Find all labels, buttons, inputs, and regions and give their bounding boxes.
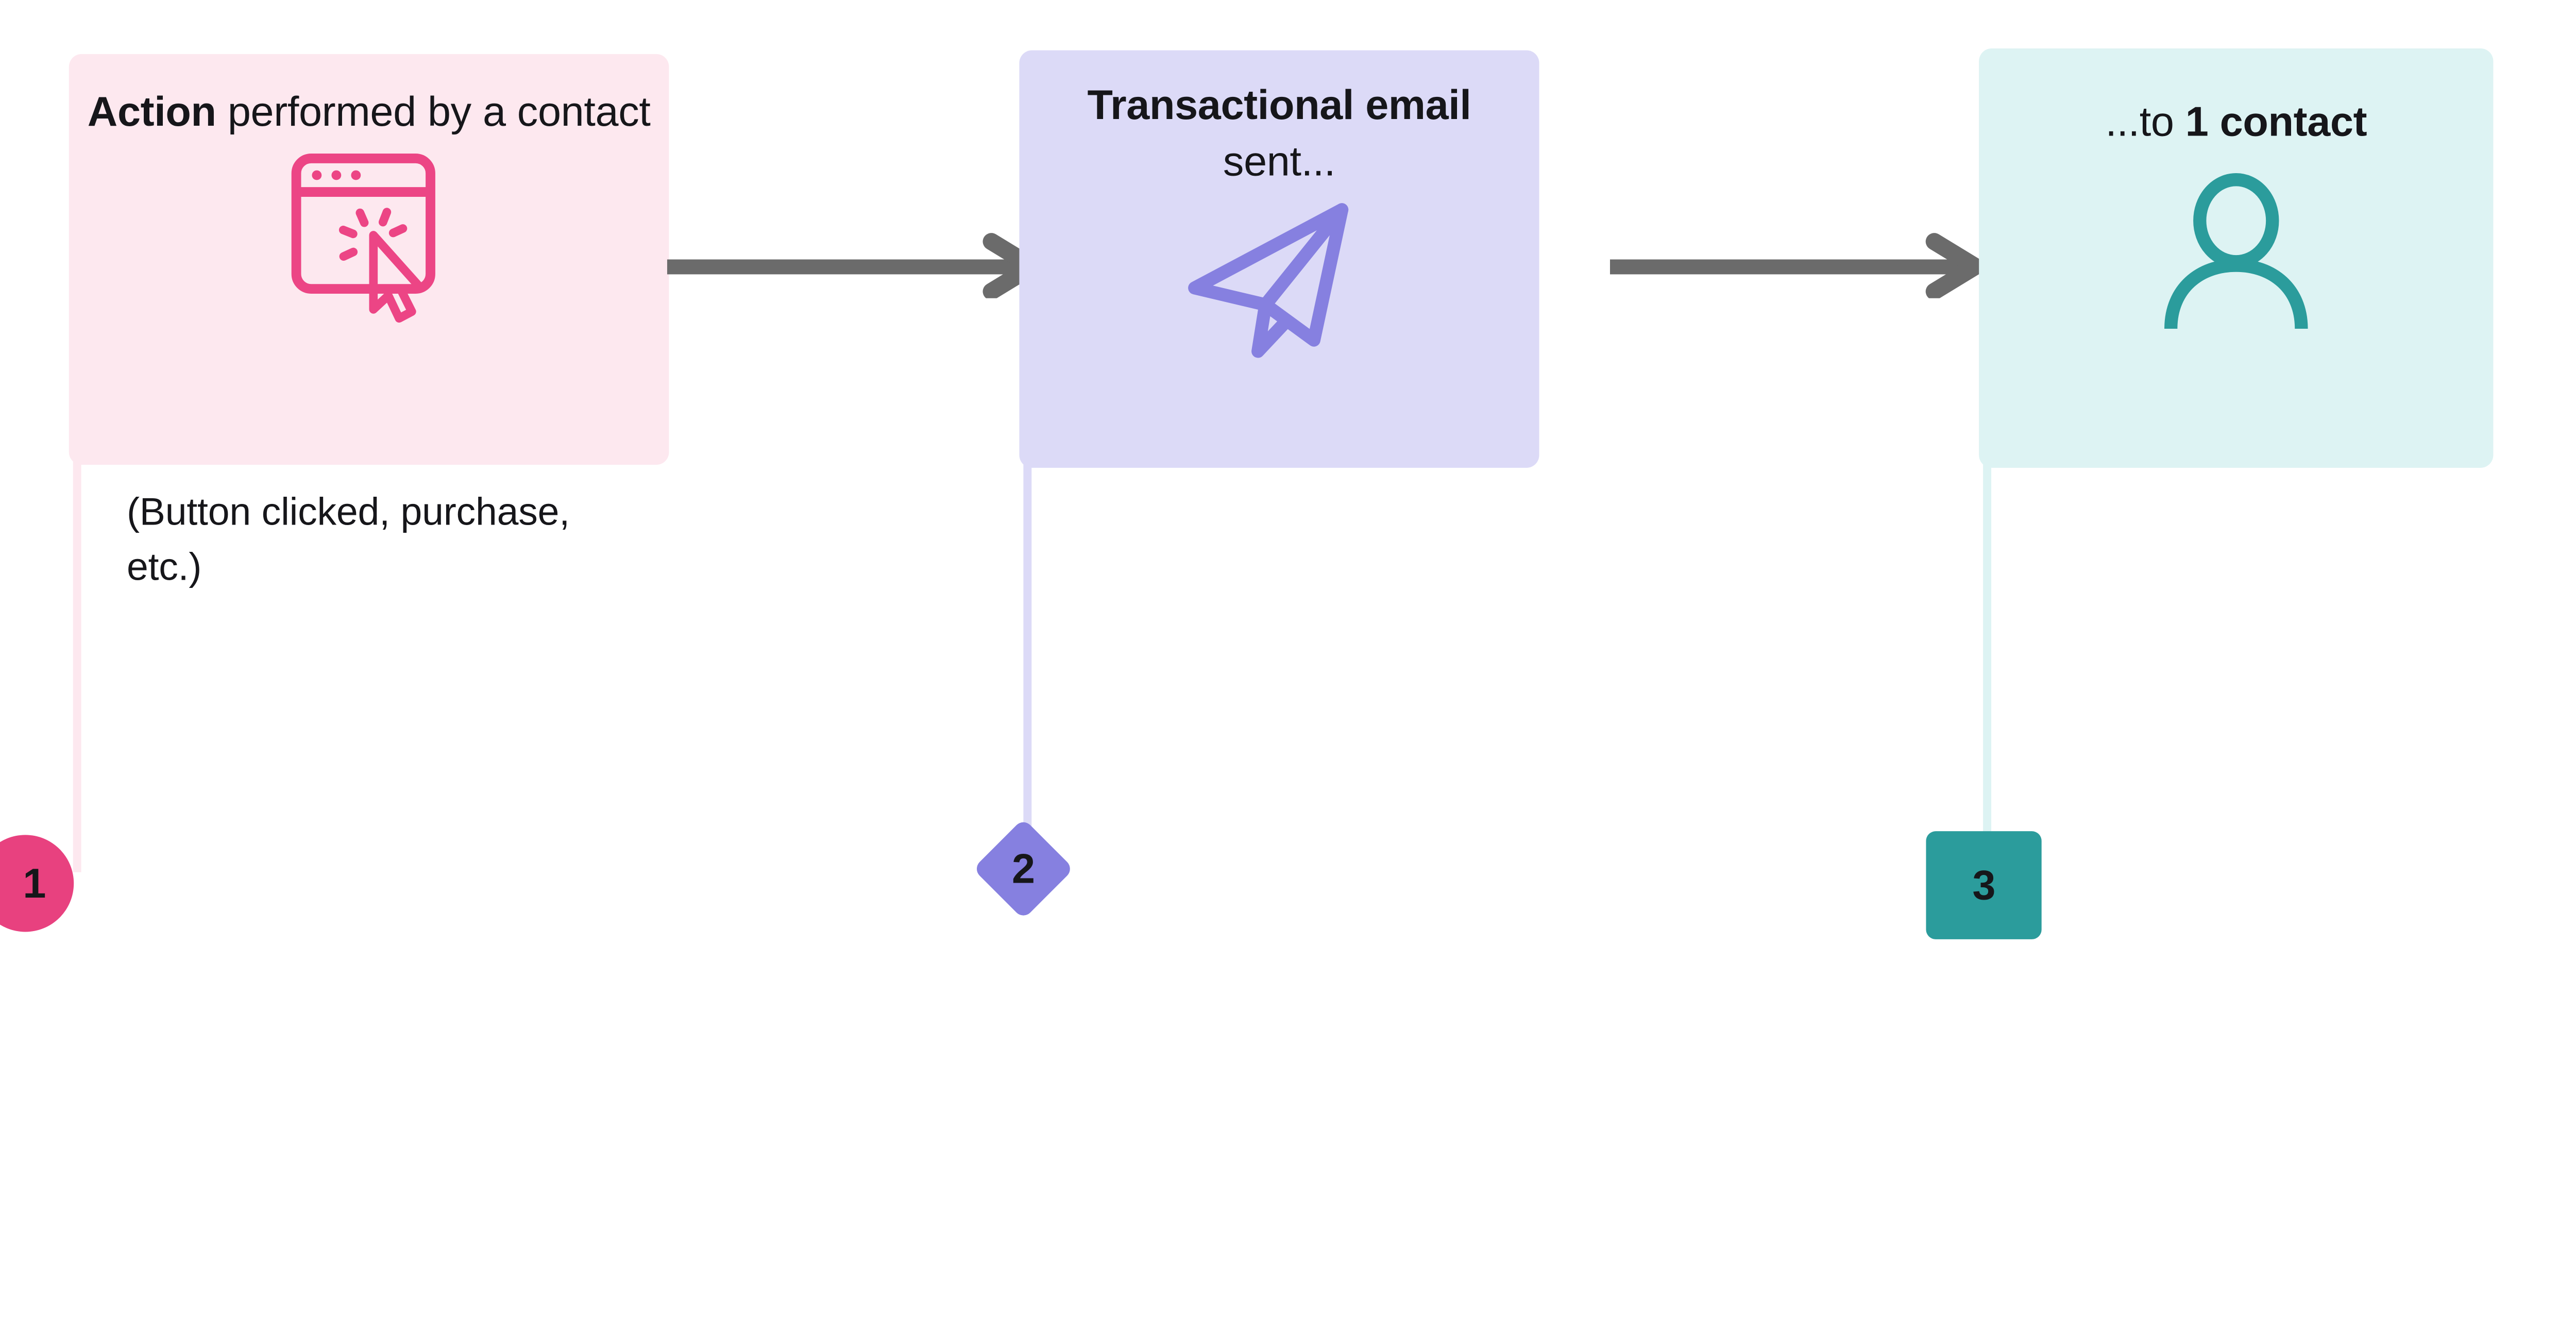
card-step-1-title-bold: Action xyxy=(87,88,216,135)
badge-step-3-label: 3 xyxy=(1972,862,1995,908)
arrow-step2-to-step3 xyxy=(1610,231,1984,300)
paper-plane-icon xyxy=(1182,197,1376,360)
card-step-2-title-rest: sent... xyxy=(1223,138,1336,185)
arrow-step1-to-step2 xyxy=(667,231,1041,300)
person-icon xyxy=(2158,172,2314,335)
badge-step-1-label: 1 xyxy=(23,859,46,907)
connector-line-step-2 xyxy=(1023,432,1032,869)
flow-diagram: Action performed by a contact xyxy=(0,48,2494,939)
connector-line-step-1 xyxy=(73,428,81,872)
badge-step-1[interactable]: 1 xyxy=(0,835,74,932)
browser-click-icon xyxy=(289,151,449,328)
card-step-3[interactable]: ...to 1 contact xyxy=(1979,48,2494,468)
card-step-3-title-prefix: ...to xyxy=(2105,98,2185,145)
badge-step-2-label: 2 xyxy=(1012,845,1035,892)
badge-step-2[interactable]: 2 xyxy=(973,818,1074,920)
card-step-2[interactable]: Transactional email sent... xyxy=(1019,50,1539,468)
card-step-2-title: Transactional email sent... xyxy=(1019,76,1539,190)
card-step-1-title-rest: performed by a contact xyxy=(216,88,651,135)
card-step-1[interactable]: Action performed by a contact xyxy=(69,54,669,465)
connector-line-step-3 xyxy=(1983,432,1992,835)
badge-step-3[interactable]: 3 xyxy=(1926,831,2042,939)
card-step-3-title-bold: 1 contact xyxy=(2185,98,2367,145)
card-step-3-title: ...to 1 contact xyxy=(1979,93,2493,150)
card-step-1-caption: (Button clicked, purchase, etc.) xyxy=(126,490,570,588)
card-step-2-title-bold: Transactional email xyxy=(1087,81,1471,128)
card-step-1-title: Action performed by a contact xyxy=(69,83,669,140)
